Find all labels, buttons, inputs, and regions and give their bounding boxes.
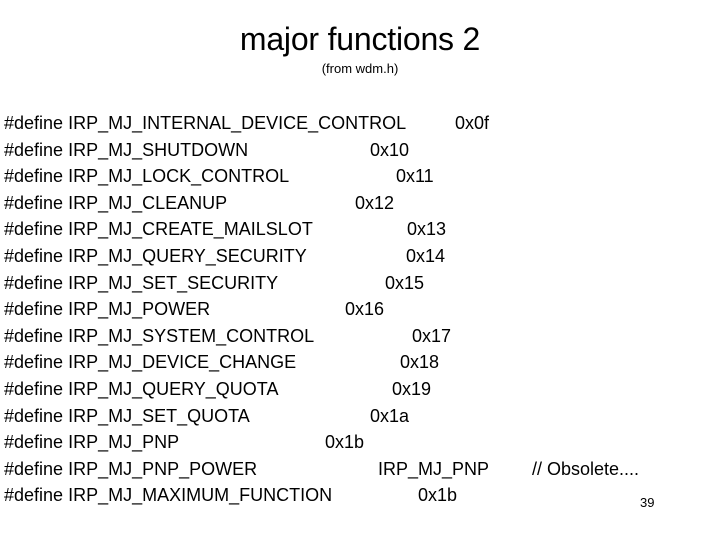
code-line: #define IRP_MJ_DEVICE_CHANGE 0x18 bbox=[4, 349, 720, 376]
define-directive: #define bbox=[4, 378, 64, 399]
code-line: #define IRP_MJ_CLEANUP 0x12 bbox=[4, 190, 720, 217]
macro-value: 0x14 bbox=[406, 245, 446, 266]
define-directive: #define bbox=[4, 458, 64, 479]
macro-name: IRP_MJ_LOCK_CONTROL bbox=[68, 166, 290, 187]
define-directive: #define bbox=[4, 299, 64, 320]
macro-name: IRP_MJ_SHUTDOWN bbox=[68, 139, 249, 160]
macro-name: IRP_MJ_QUERY_QUOTA bbox=[68, 378, 279, 399]
code-line: #define IRP_MJ_CREATE_MAILSLOT 0x13 bbox=[4, 216, 720, 243]
macro-name: IRP_MJ_MAXIMUM_FUNCTION bbox=[68, 485, 333, 506]
macro-value: 0x15 bbox=[385, 272, 425, 293]
define-directive: #define bbox=[4, 485, 64, 506]
code-line: #define IRP_MJ_LOCK_CONTROL 0x11 bbox=[4, 163, 720, 190]
code-line: #define IRP_MJ_SHUTDOWN 0x10 bbox=[4, 137, 720, 164]
code-listing: #define IRP_MJ_INTERNAL_DEVICE_CONTROL 0x… bbox=[4, 110, 720, 509]
code-line: #define IRP_MJ_MAXIMUM_FUNCTION 0x1b bbox=[4, 482, 720, 509]
macro-value: 0x1a bbox=[370, 405, 410, 426]
code-line: #define IRP_MJ_SET_SECURITY 0x15 bbox=[4, 270, 720, 297]
define-directive: #define bbox=[4, 192, 64, 213]
code-line: #define IRP_MJ_QUERY_QUOTA 0x19 bbox=[4, 376, 720, 403]
macro-name: IRP_MJ_SET_QUOTA bbox=[68, 405, 250, 426]
code-line: #define IRP_MJ_QUERY_SECURITY 0x14 bbox=[4, 243, 720, 270]
slide-subtitle: (from wdm.h) bbox=[321, 61, 399, 76]
macro-name: IRP_MJ_SYSTEM_CONTROL bbox=[68, 325, 315, 346]
macro-value: 0x0f bbox=[455, 113, 490, 133]
macro-name: IRP_MJ_DEVICE_CHANGE bbox=[68, 352, 297, 373]
macro-value: 0x10 bbox=[370, 139, 410, 160]
macro-value: 0x1b bbox=[325, 432, 365, 453]
macro-name: IRP_MJ_POWER bbox=[68, 299, 211, 320]
macro-value: 0x13 bbox=[407, 219, 447, 240]
code-line: #define IRP_MJ_SYSTEM_CONTROL 0x17 bbox=[4, 323, 720, 350]
macro-name: IRP_MJ_PNP_POWER bbox=[68, 458, 258, 479]
code-comment: // Obsolete.... bbox=[532, 458, 640, 479]
code-line: #define IRP_MJ_SET_QUOTA 0x1a bbox=[4, 403, 720, 430]
code-line: #define IRP_MJ_POWER 0x16 bbox=[4, 296, 720, 323]
define-directive: #define bbox=[4, 325, 64, 346]
define-directive: #define bbox=[4, 245, 64, 266]
define-directive: #define bbox=[4, 139, 64, 160]
macro-value: 0x17 bbox=[412, 325, 452, 346]
page-title: major functions 2 bbox=[239, 21, 481, 57]
macro-value: 0x12 bbox=[355, 192, 395, 213]
macro-value: 0x1b bbox=[418, 485, 458, 506]
macro-name: IRP_MJ_INTERNAL_DEVICE_CONTROL bbox=[68, 113, 407, 133]
page-number: 39 bbox=[640, 495, 655, 510]
code-line: #define IRP_MJ_PNP 0x1b bbox=[4, 429, 720, 456]
define-directive: #define bbox=[4, 113, 64, 133]
define-directive: #define bbox=[4, 272, 64, 293]
define-directive: #define bbox=[4, 352, 64, 373]
code-line: #define IRP_MJ_INTERNAL_DEVICE_CONTROL 0x… bbox=[4, 110, 720, 137]
macro-name: IRP_MJ_QUERY_SECURITY bbox=[68, 245, 307, 266]
macro-name: IRP_MJ_SET_SECURITY bbox=[68, 272, 279, 293]
define-directive: #define bbox=[4, 166, 64, 187]
define-directive: #define bbox=[4, 405, 64, 426]
macro-name: IRP_MJ_CLEANUP bbox=[68, 192, 228, 213]
macro-value: 0x18 bbox=[400, 352, 440, 373]
define-directive: #define bbox=[4, 219, 64, 240]
macro-name: IRP_MJ_PNP bbox=[68, 432, 180, 453]
macro-value: 0x19 bbox=[392, 378, 432, 399]
define-directive: #define bbox=[4, 432, 64, 453]
macro-value: 0x16 bbox=[345, 299, 385, 320]
macro-name: IRP_MJ_CREATE_MAILSLOT bbox=[68, 219, 313, 240]
code-line: #define IRP_MJ_PNP_POWER IRP_MJ_PNP // Obs… bbox=[4, 456, 720, 483]
macro-value: IRP_MJ_PNP bbox=[378, 458, 490, 479]
macro-value: 0x11 bbox=[396, 166, 434, 187]
